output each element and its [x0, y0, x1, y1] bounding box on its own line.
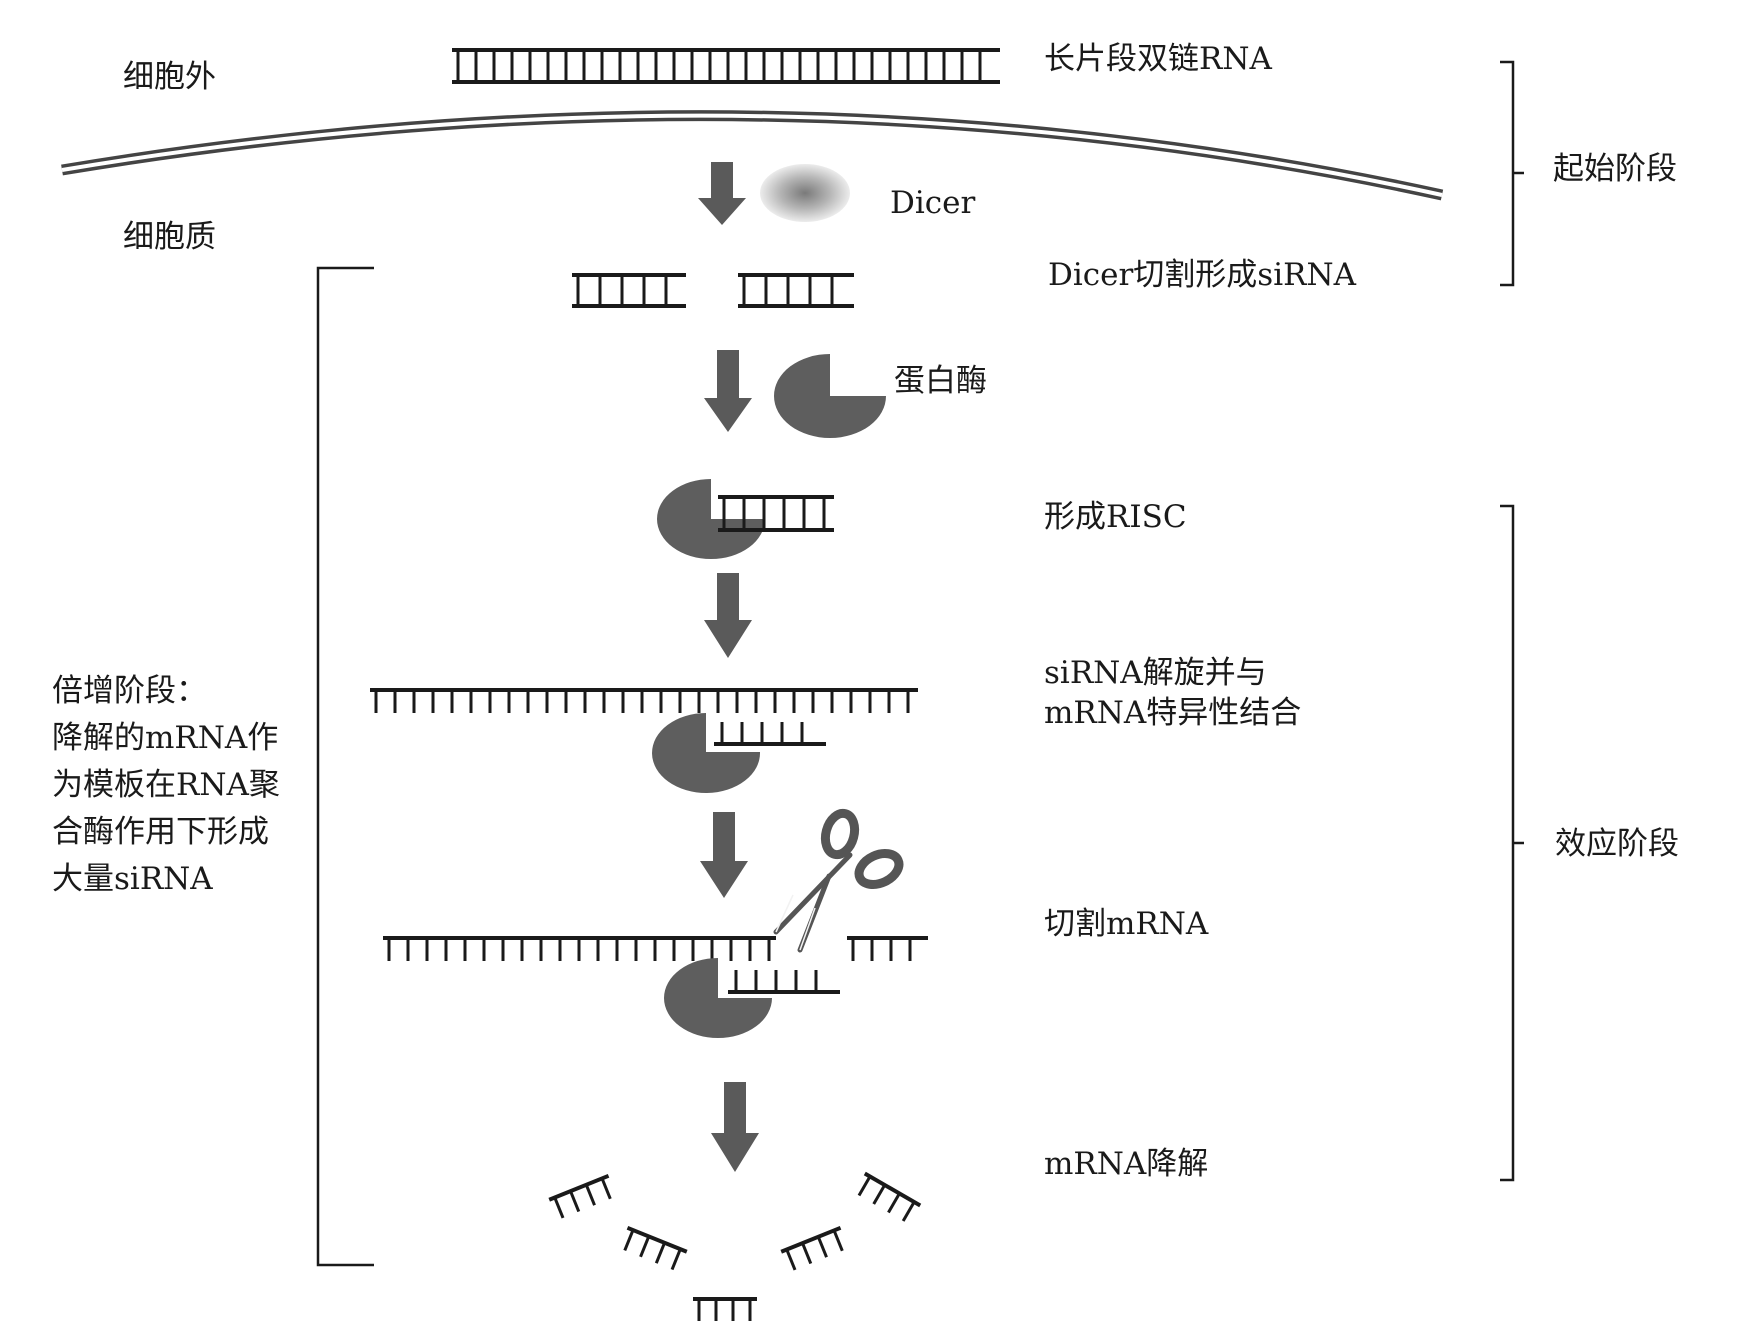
- step-unwind-line1: siRNA解旋并与: [1044, 655, 1267, 691]
- step-dicer-cleave: Dicer切割形成siRNA: [1048, 257, 1356, 293]
- amplification-line: 合酶作用下形成: [52, 814, 269, 850]
- dicer-label: Dicer: [890, 185, 976, 221]
- dicer-blob-icon: [760, 164, 850, 222]
- amplification-line: 降解的mRNA作: [52, 720, 279, 756]
- protease-label: 蛋白酶: [894, 363, 987, 399]
- phase-effector: 效应阶段: [1555, 826, 1679, 862]
- scissors-icon: [773, 808, 904, 953]
- risc-duplex-icon: [718, 495, 834, 532]
- mrna-strand-icon: [847, 936, 928, 961]
- step-long-dsrna: 长片段双链RNA: [1044, 41, 1272, 77]
- step-cut-mrna: 切割mRNA: [1044, 906, 1209, 942]
- amplification-line: 大量siRNA: [52, 861, 213, 897]
- long-dsrna-icon: [452, 48, 1000, 84]
- risc-protein-icon: [664, 958, 772, 1038]
- initiation-bracket: [1500, 60, 1524, 287]
- mrna-fragment-icon: [857, 1171, 922, 1222]
- cell-membrane: [61, 110, 1444, 201]
- bound-sirna-icon: [714, 722, 826, 746]
- cytoplasm-label: 细胞质: [123, 219, 216, 255]
- down-arrow-icon: [700, 812, 748, 898]
- risc-protein-icon: [652, 713, 761, 793]
- sirna-duplex-icon: [738, 273, 854, 308]
- mrna-strand-icon: [370, 688, 918, 713]
- step-unwind-line2: mRNA特异性结合: [1044, 695, 1302, 731]
- sirna-duplex-icon: [572, 273, 686, 308]
- mrna-fragments-icon: [548, 1171, 922, 1321]
- phase-initiation: 起始阶段: [1553, 151, 1677, 187]
- mrna-fragment-icon: [693, 1297, 757, 1321]
- bound-sirna-icon: [728, 970, 840, 994]
- protease-pacman-icon: [774, 354, 886, 438]
- risc-protein-icon: [657, 479, 765, 559]
- down-arrow-icon: [704, 573, 752, 658]
- extracellular-label: 细胞外: [123, 59, 216, 95]
- down-arrow-icon: [711, 1082, 759, 1172]
- amplification-bracket: [316, 266, 374, 1267]
- mrna-fragment-icon: [780, 1225, 844, 1271]
- down-arrow-icon: [698, 162, 746, 225]
- phase-amplification: 倍增阶段： 降解的mRNA作 为模板在RNA聚 合酶作用下形成 大量siRNA: [52, 668, 280, 903]
- mrna-strand-icon: [383, 936, 776, 961]
- step-form-risc: 形成RISC: [1044, 499, 1187, 535]
- down-arrow-icon: [704, 350, 752, 432]
- effector-bracket: [1500, 504, 1524, 1182]
- mrna-fragment-icon: [623, 1225, 688, 1271]
- amplification-line: 倍增阶段：: [52, 673, 207, 709]
- mrna-fragment-icon: [548, 1173, 612, 1219]
- step-mrna-degrade: mRNA降解: [1044, 1146, 1209, 1182]
- amplification-line: 为模板在RNA聚: [52, 767, 280, 803]
